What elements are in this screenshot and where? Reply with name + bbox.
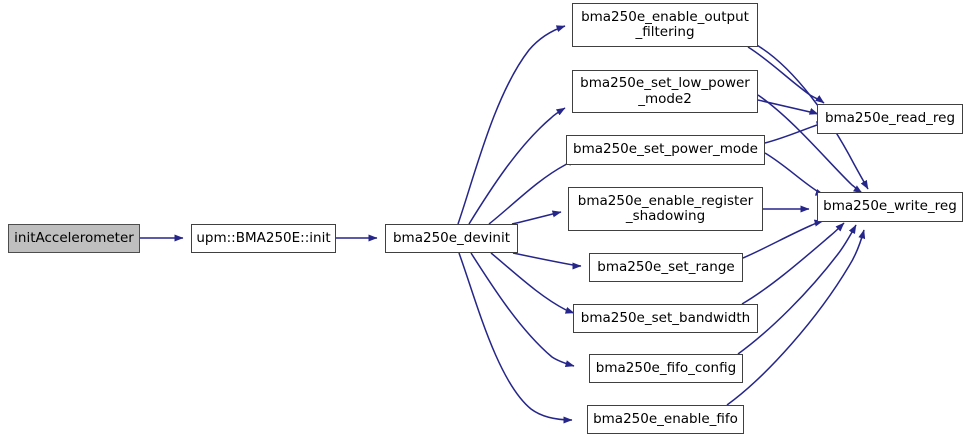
graph-edge-fifo_config-to-write_reg [737,224,857,355]
graph-node-initAccelerometer[interactable]: initAccelerometer [8,224,140,253]
graph-node-label: bma250e_set_low_power _mode2 [580,75,750,107]
graph-node-label: bma250e_read_reg [824,110,956,127]
graph-edge-bma250e_devinit-to-enable_register_shadowing [511,210,562,225]
graph-node-label: bma250e_set_power_mode [573,141,758,158]
graph-node-enable_register_shadowing[interactable]: bma250e_enable_register _shadowing [568,187,763,231]
graph-edge-bma250e_devinit-to-fifo_config [470,252,575,368]
graph-node-enable_output_filtering[interactable]: bma250e_enable_output _filtering [572,3,758,47]
graph-edge-set_low_power_mode2-to-read_reg [757,99,819,115]
graph-edge-bma250e_devinit-to-enable_output_filtering [457,25,566,225]
graph-node-label: bma250e_fifo_config [595,359,737,376]
graph-edge-enable_output_filtering-to-read_reg [747,46,825,104]
graph-node-label: upm::BMA250E::init [196,229,331,246]
graph-edge-set_power_mode-to-write_reg [764,152,825,196]
graph-edge-bma250e_devinit-to-set_bandwidth [490,252,575,314]
graph-node-set_bandwidth[interactable]: bma250e_set_bandwidth [573,304,758,333]
graph-node-label: bma250e_enable_fifo [593,410,738,427]
graph-node-label: bma250e_devinit [392,229,511,246]
graph-node-label: bma250e_set_bandwidth [580,309,751,326]
graph-node-write_reg[interactable]: bma250e_write_reg [817,192,963,222]
graph-node-label: bma250e_enable_register _shadowing [577,192,754,224]
graph-edge-bma250e_devinit-to-set_range [512,252,582,270]
graph-edge-bma250e_devinit-to-set_low_power_mode2 [468,107,566,225]
graph-node-bma250e_devinit[interactable]: bma250e_devinit [385,224,518,253]
graph-node-enable_fifo[interactable]: bma250e_enable_fifo [587,405,744,434]
graph-node-label: bma250e_enable_output _filtering [581,8,749,40]
graph-node-label: initAccelerometer [14,229,134,246]
graph-edge-bma250e_devinit-to-enable_fifo [458,252,573,424]
graph-node-label: bma250e_set_range [597,258,735,275]
graph-node-read_reg[interactable]: bma250e_read_reg [817,104,963,134]
graph-edge-bma250e_devinit-to-set_power_mode [488,158,577,225]
graph-node-set_range[interactable]: bma250e_set_range [589,253,743,282]
graph-node-upm_bma250e_init[interactable]: upm::BMA250E::init [191,224,336,253]
graph-edge-set_bandwidth-to-write_reg [741,222,845,305]
graph-node-set_power_mode[interactable]: bma250e_set_power_mode [566,135,765,165]
graph-node-fifo_config[interactable]: bma250e_fifo_config [589,354,743,383]
graph-node-set_low_power_mode2[interactable]: bma250e_set_low_power _mode2 [572,70,758,113]
graph-node-label: bma250e_write_reg [823,198,957,215]
graph-edge-set_power_mode-to-read_reg [764,121,826,144]
